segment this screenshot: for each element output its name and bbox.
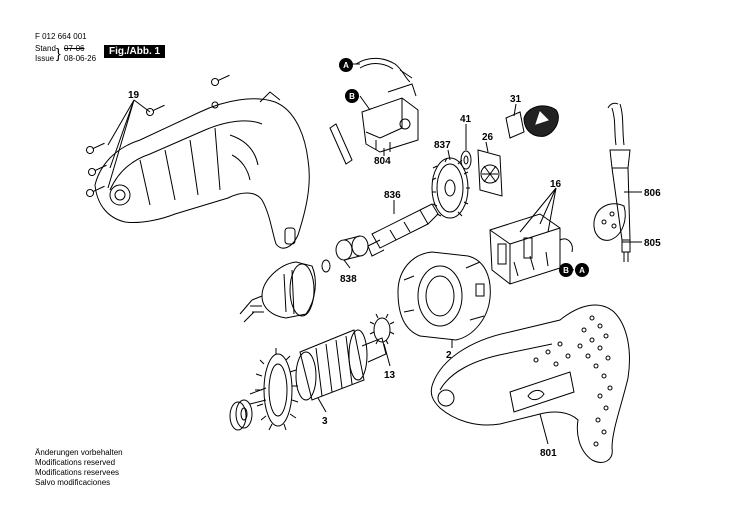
leader-lines [107, 63, 642, 445]
marker-a-mid-label: A [579, 266, 585, 275]
callout-16: 16 [550, 179, 562, 190]
housing-half-part [94, 91, 310, 249]
callout-labels: 19 804 837 41 26 31 16 806 805 836 838 2… [128, 90, 661, 459]
marker-a-top [339, 58, 353, 72]
note-german: Änderungen vorbehalten [35, 448, 123, 457]
connection-markers: A B B A [339, 58, 589, 277]
note-french: Modifications reservees [35, 468, 120, 477]
stand-label: Stand [35, 44, 56, 53]
marker-a-top-label: A [343, 61, 349, 70]
housing-handle-part [430, 304, 630, 463]
tab-part [505, 111, 525, 139]
callout-31: 31 [510, 94, 522, 105]
figure-label: Fig./Abb. 1 [104, 45, 166, 58]
callout-41: 41 [460, 114, 472, 125]
callout-804: 804 [374, 156, 391, 167]
cable-part [607, 102, 631, 262]
armature-part [249, 329, 387, 431]
callout-3: 3 [322, 416, 328, 427]
callout-13: 13 [384, 370, 396, 381]
callout-801: 801 [540, 448, 557, 459]
callout-26: 26 [482, 132, 494, 143]
marker-b-top [345, 89, 359, 103]
cable-clamp-part [593, 203, 626, 241]
header-brace: } [56, 45, 61, 61]
grip-dots [533, 315, 613, 447]
marker-b-mid [559, 263, 573, 277]
callout-836: 836 [384, 190, 401, 201]
bearing-part [229, 399, 253, 431]
marker-b-top-label: B [349, 92, 355, 101]
callout-19: 19 [128, 90, 140, 101]
callout-837: 837 [434, 140, 451, 151]
switch-part [355, 57, 419, 153]
screw-parts [86, 74, 230, 197]
gear-part [431, 157, 470, 219]
marker-a-mid [575, 263, 589, 277]
lever-part [329, 123, 353, 165]
note-english: Modifications reserved [35, 458, 116, 467]
callout-838: 838 [340, 274, 357, 285]
field-coil-part [397, 251, 491, 341]
callout-805: 805 [644, 238, 661, 249]
chuck-part [239, 261, 316, 323]
ring-part [460, 150, 472, 170]
issue-label: Issue [35, 54, 55, 63]
callout-806: 806 [644, 188, 661, 199]
note-spanish: Salvo modificaciones [35, 478, 111, 487]
stand-value: 07-06 [64, 44, 85, 53]
marker-b-mid-label: B [563, 266, 569, 275]
issue-value: 08-06-26 [64, 54, 97, 63]
callout-2: 2 [446, 350, 452, 361]
selector-knob-part [523, 105, 559, 137]
modification-notes: Änderungen vorbehalten Modifications res… [35, 448, 123, 488]
pinion-part [369, 313, 395, 345]
document-number: F 012 664 001 [35, 32, 87, 41]
bearing-plate-part [477, 149, 503, 197]
spindle-part [367, 203, 439, 257]
bushing-part [321, 235, 369, 273]
